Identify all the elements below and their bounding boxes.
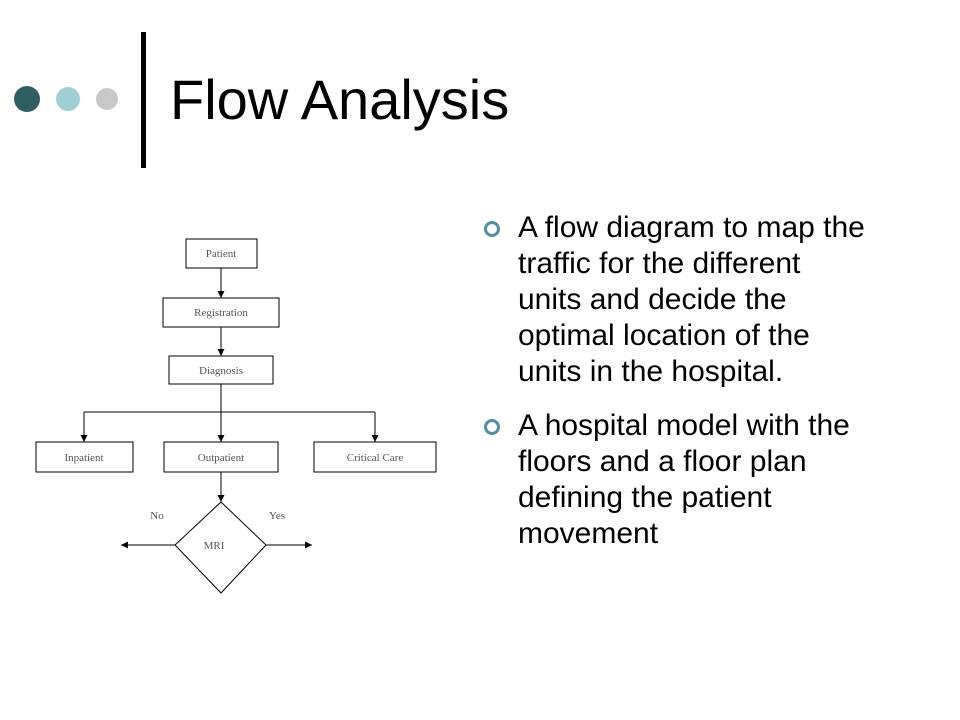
bullet-item: A flow diagram to map the traffic for th… [482,210,872,390]
hollow-circle-icon [484,221,500,237]
svg-text:Registration: Registration [194,307,248,319]
label-branch-no: No [150,510,164,522]
node-registration: Registration [162,297,280,328]
bullet-item: A hospital model with the floors and a f… [482,408,872,552]
node-patient: Patient [185,238,258,269]
label-branch-yes: Yes [269,510,285,522]
svg-text:Outpatient: Outpatient [198,452,244,464]
bullet-text: A hospital model with the floors and a f… [518,409,850,550]
svg-text:MRI: MRI [204,540,225,552]
svg-text:Patient: Patient [206,248,237,260]
node-critical-care: Critical Care [313,441,437,473]
title-divider-bar [141,32,146,168]
bullet-list: A flow diagram to map the traffic for th… [482,210,872,570]
node-inpatient: Inpatient [35,441,134,473]
decor-dot-light [56,87,80,111]
slide-title: Flow Analysis [170,68,510,131]
svg-text:Inpatient: Inpatient [64,452,103,464]
bullet-text: A flow diagram to map the traffic for th… [518,211,865,388]
node-mri-decision: MRI [174,501,267,594]
hollow-circle-icon [484,419,500,435]
svg-text:Diagnosis: Diagnosis [199,365,243,377]
decor-dot-dark [14,86,40,112]
node-diagnosis: Diagnosis [168,355,274,385]
svg-text:Critical Care: Critical Care [347,452,404,464]
node-outpatient: Outpatient [163,441,279,473]
decor-dot-gray [96,88,118,110]
